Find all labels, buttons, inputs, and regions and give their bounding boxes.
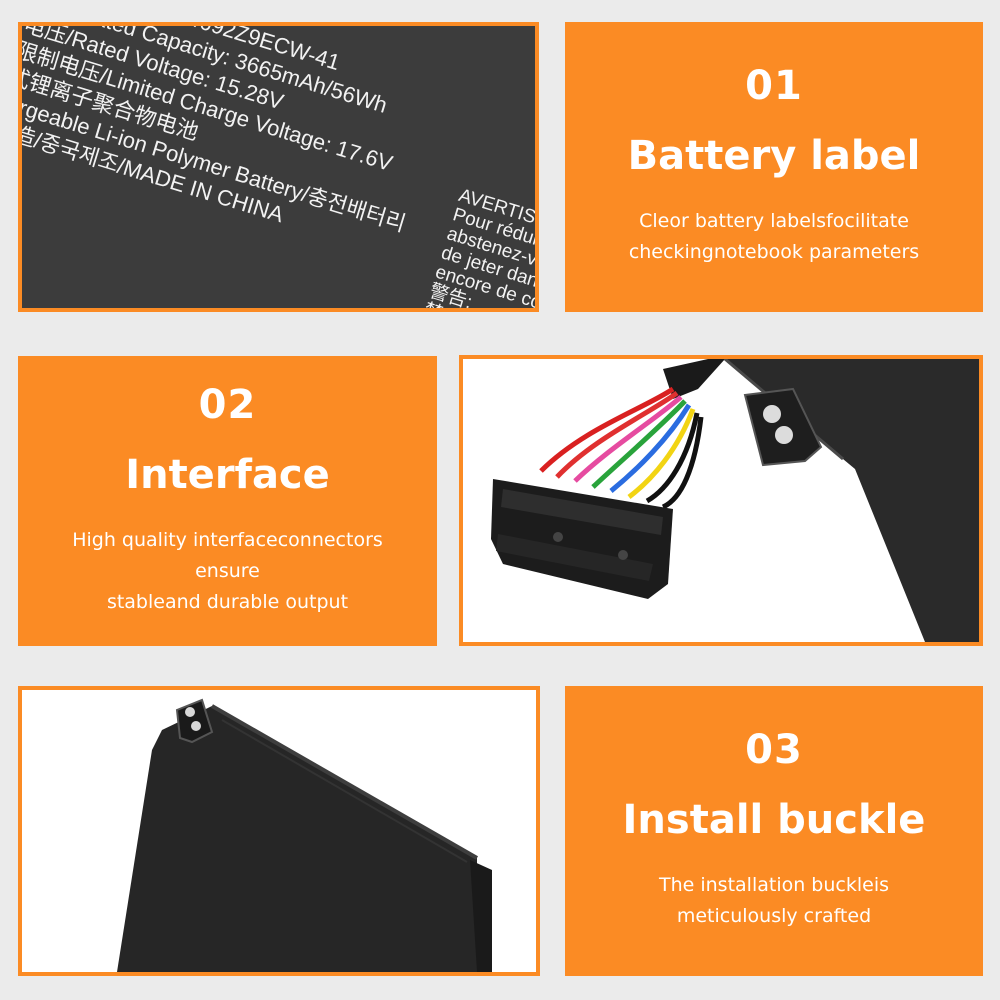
feature-number: 01 bbox=[745, 63, 803, 109]
feature-card-battery-label: 01 Battery label Cleor battery labelsfoc… bbox=[565, 22, 983, 312]
battery-label-photo: 型号/Model/모델: HB4692Z9ECW-41 额定容量/Rated C… bbox=[18, 22, 539, 312]
buckle-photo bbox=[18, 686, 540, 976]
connector-photo bbox=[459, 355, 983, 646]
feature-title: Install buckle bbox=[622, 797, 926, 843]
feature-description: The installation buckleis meticulously c… bbox=[658, 874, 890, 927]
feature-title: Interface bbox=[125, 451, 330, 498]
feature-card-interface: 02 Interface High quality interfaceconne… bbox=[18, 356, 437, 646]
connector-illustration bbox=[491, 359, 979, 642]
feature-card-install-buckle: 03 Install buckle The installation buckl… bbox=[565, 686, 983, 976]
feature-title: Battery label bbox=[627, 133, 921, 179]
feature-description: Cleor battery labelsfocilitate checkingn… bbox=[628, 210, 920, 263]
feature-number: 03 bbox=[745, 727, 803, 773]
feature-description: High quality interfaceconnectors ensure … bbox=[72, 528, 383, 613]
buckle-illustration bbox=[117, 698, 492, 972]
feature-number: 02 bbox=[198, 381, 257, 428]
